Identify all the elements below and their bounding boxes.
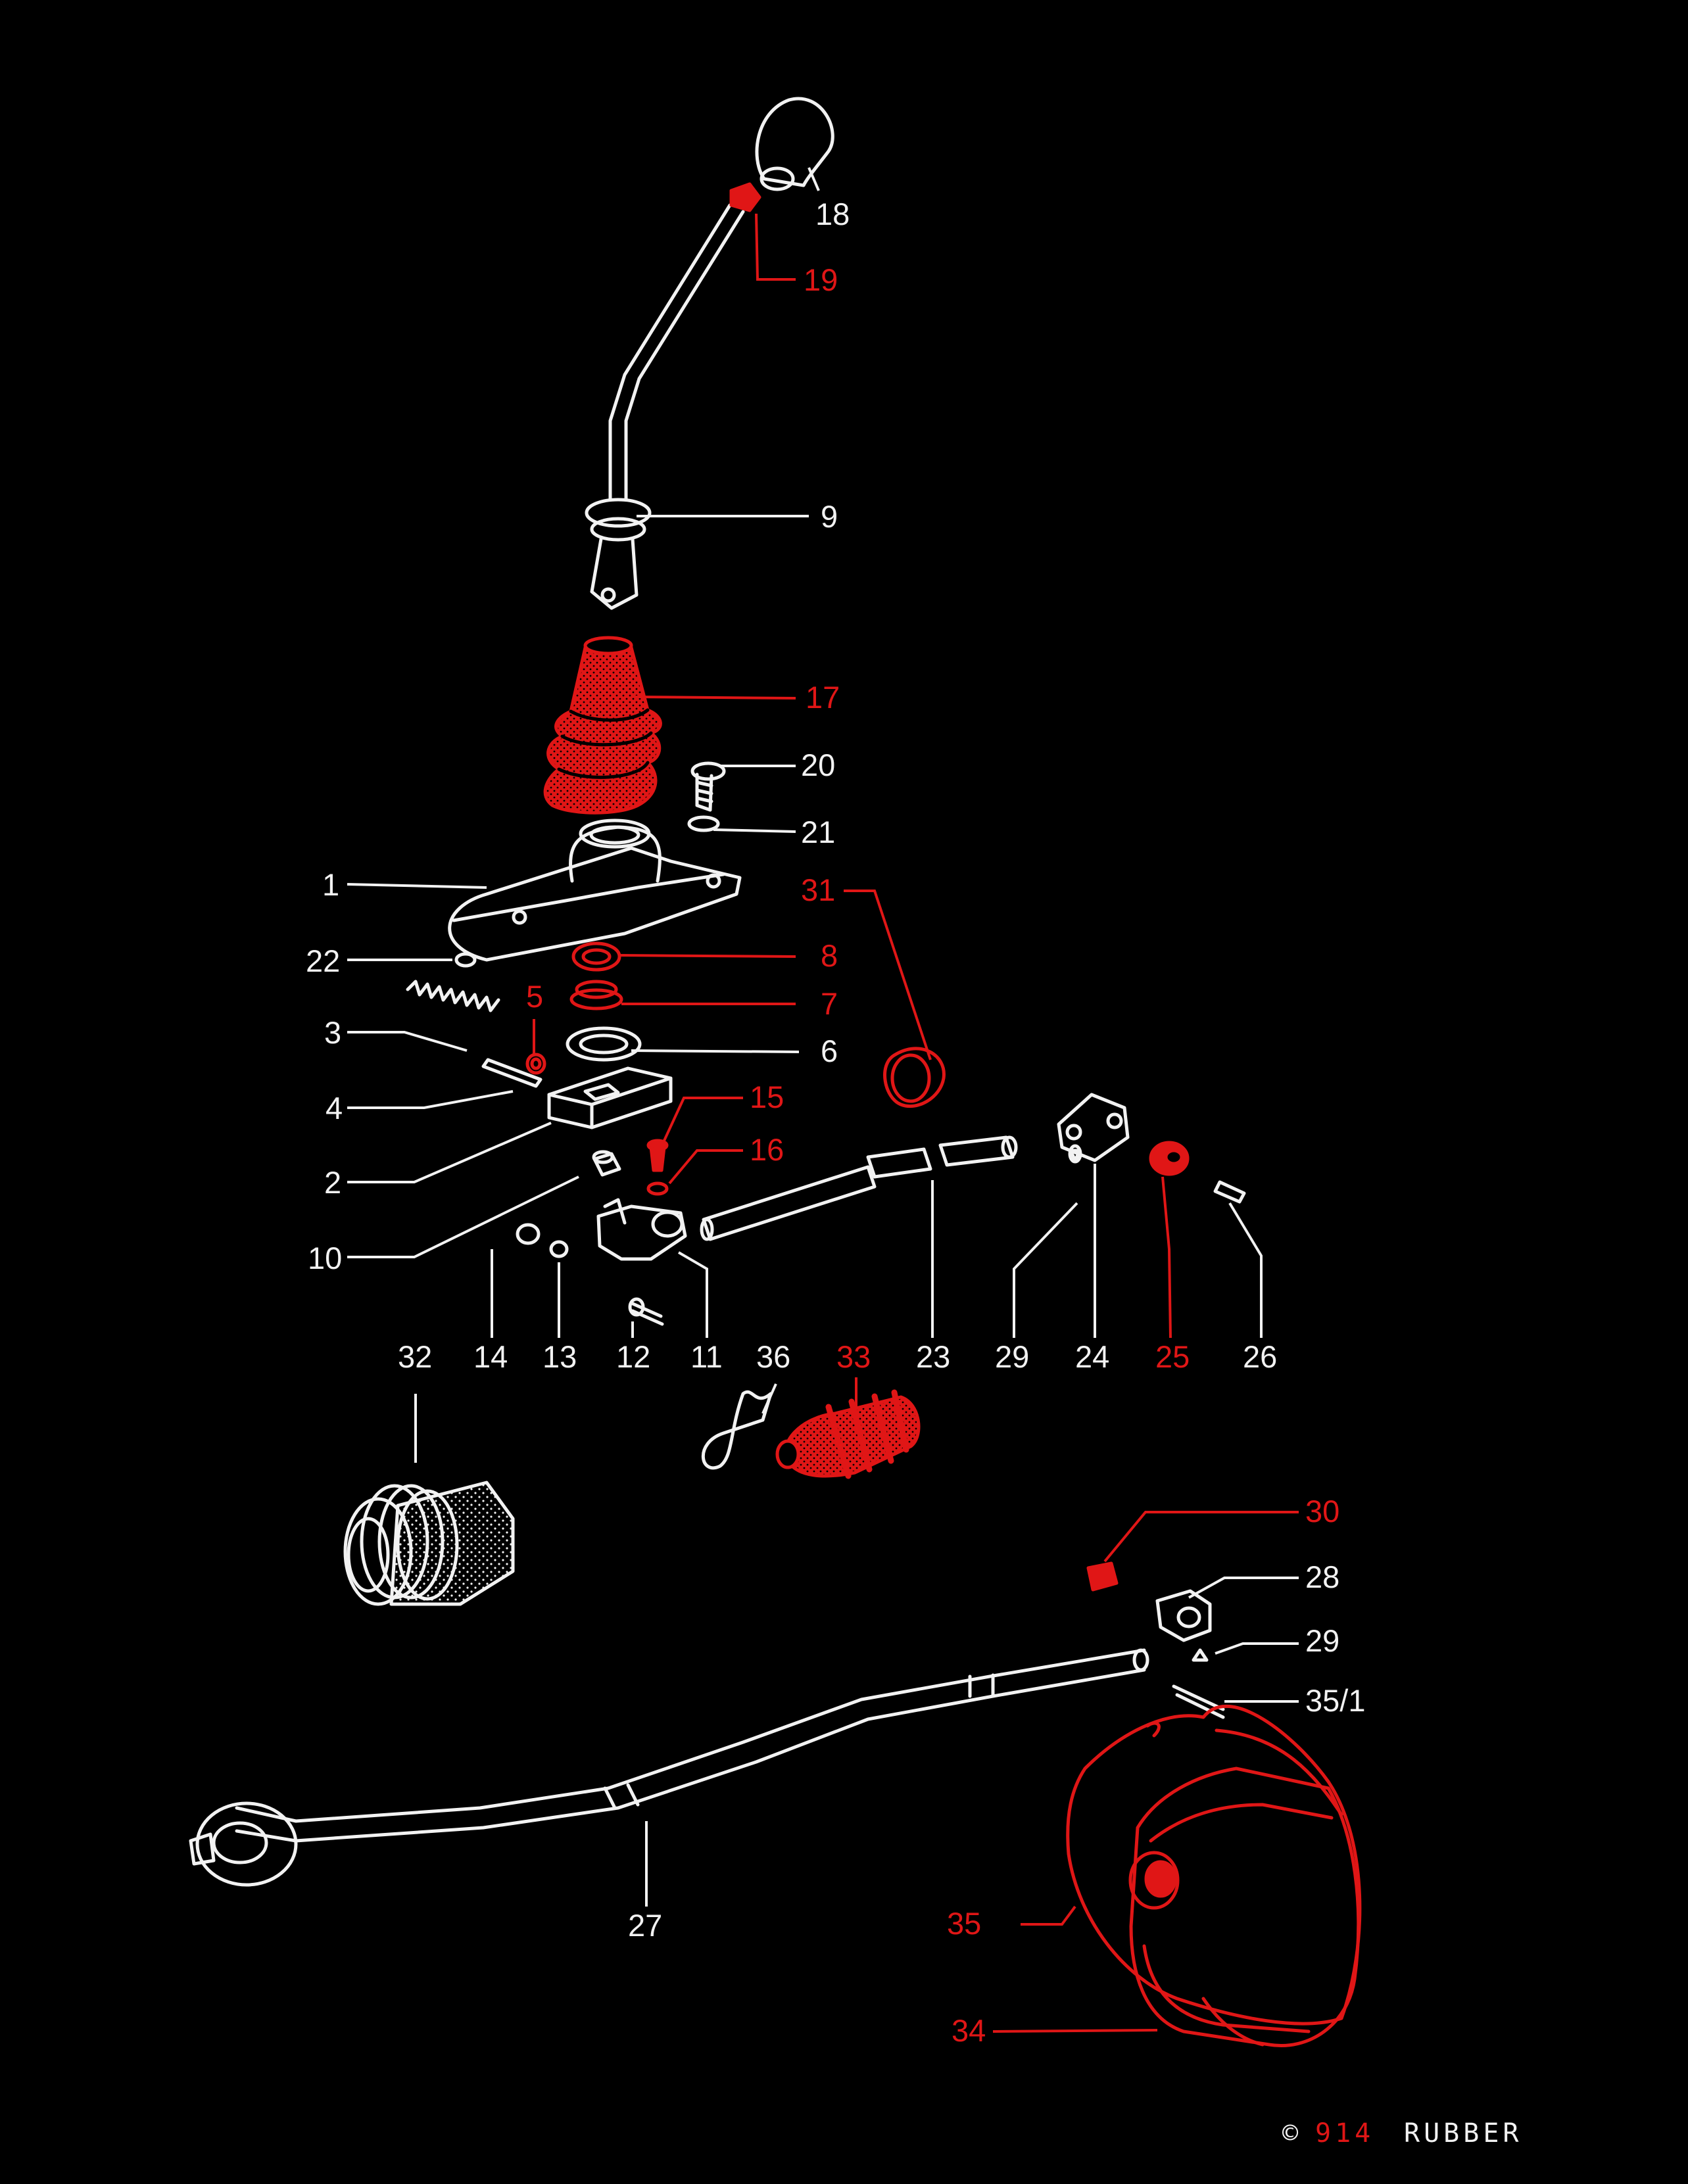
label-27: 27 <box>628 1908 662 1943</box>
label-29-lower: 29 <box>1305 1623 1339 1658</box>
label-36: 36 <box>756 1339 790 1374</box>
label-13: 13 <box>543 1339 577 1374</box>
labels-rubber: 19 17 31 8 5 7 15 16 33 25 30 35 34 <box>526 262 1339 2048</box>
label-30: 30 <box>1305 1494 1339 1529</box>
label-34: 34 <box>952 2013 986 2048</box>
label-28: 28 <box>1305 1559 1339 1594</box>
label-6: 6 <box>821 1033 838 1068</box>
brand-logo: © 914 RUBBER <box>1282 2118 1523 2148</box>
shift-boot <box>543 638 662 815</box>
spring <box>406 980 500 1012</box>
label-20: 20 <box>801 748 835 782</box>
knob-retainer <box>729 182 761 212</box>
label-16: 16 <box>750 1132 784 1167</box>
label-18: 18 <box>815 197 850 231</box>
label-29-upper: 29 <box>995 1339 1029 1374</box>
label-17: 17 <box>806 680 840 715</box>
shift-knob <box>755 97 834 187</box>
label-31: 31 <box>801 872 835 907</box>
label-19: 19 <box>804 262 838 297</box>
label-35-1: 35/1 <box>1305 1683 1365 1718</box>
label-1: 1 <box>322 867 339 902</box>
shift-lever <box>608 203 745 502</box>
label-24: 24 <box>1075 1339 1109 1374</box>
standard-parts <box>189 97 1246 1887</box>
label-22: 22 <box>306 943 340 978</box>
label-10: 10 <box>308 1241 342 1275</box>
label-32: 32 <box>398 1339 432 1374</box>
label-33: 33 <box>836 1339 871 1374</box>
label-8: 8 <box>821 938 838 973</box>
leader-lines-white <box>347 167 1299 1907</box>
label-21: 21 <box>801 815 835 849</box>
label-12: 12 <box>616 1339 650 1374</box>
label-2: 2 <box>324 1165 341 1200</box>
front-shift-rod <box>702 1165 877 1241</box>
leader-lines-red <box>533 213 1299 2033</box>
label-35: 35 <box>947 1906 981 1941</box>
coupling-block <box>1057 1093 1130 1162</box>
label-3: 3 <box>324 1015 341 1050</box>
label-9: 9 <box>821 499 838 534</box>
shifter-housing <box>448 846 742 962</box>
rubber-parts <box>525 182 1362 2047</box>
label-14: 14 <box>473 1339 508 1374</box>
guide-block <box>547 1066 673 1129</box>
label-15: 15 <box>750 1080 784 1114</box>
coupling-boot <box>784 1395 921 1478</box>
shift-coupling <box>596 1204 687 1261</box>
label-4: 4 <box>326 1091 343 1126</box>
rear-coupling <box>1155 1589 1212 1642</box>
label-23: 23 <box>916 1339 950 1374</box>
label-5: 5 <box>526 979 543 1014</box>
label-11: 11 <box>690 1339 723 1374</box>
copyright-mark: © <box>1282 2118 1302 2148</box>
logo-word: RUBBER <box>1404 2118 1523 2148</box>
label-7: 7 <box>821 986 838 1021</box>
labels-standard: 18 9 20 21 1 22 3 6 4 2 10 32 14 13 12 1… <box>306 197 1365 1943</box>
cover-34 <box>1129 1767 1361 2047</box>
label-26: 26 <box>1243 1339 1277 1374</box>
bushing-30 <box>1086 1561 1119 1592</box>
clip <box>701 1390 773 1470</box>
logo-number: 914 <box>1315 2118 1374 2148</box>
label-25: 25 <box>1155 1339 1190 1374</box>
